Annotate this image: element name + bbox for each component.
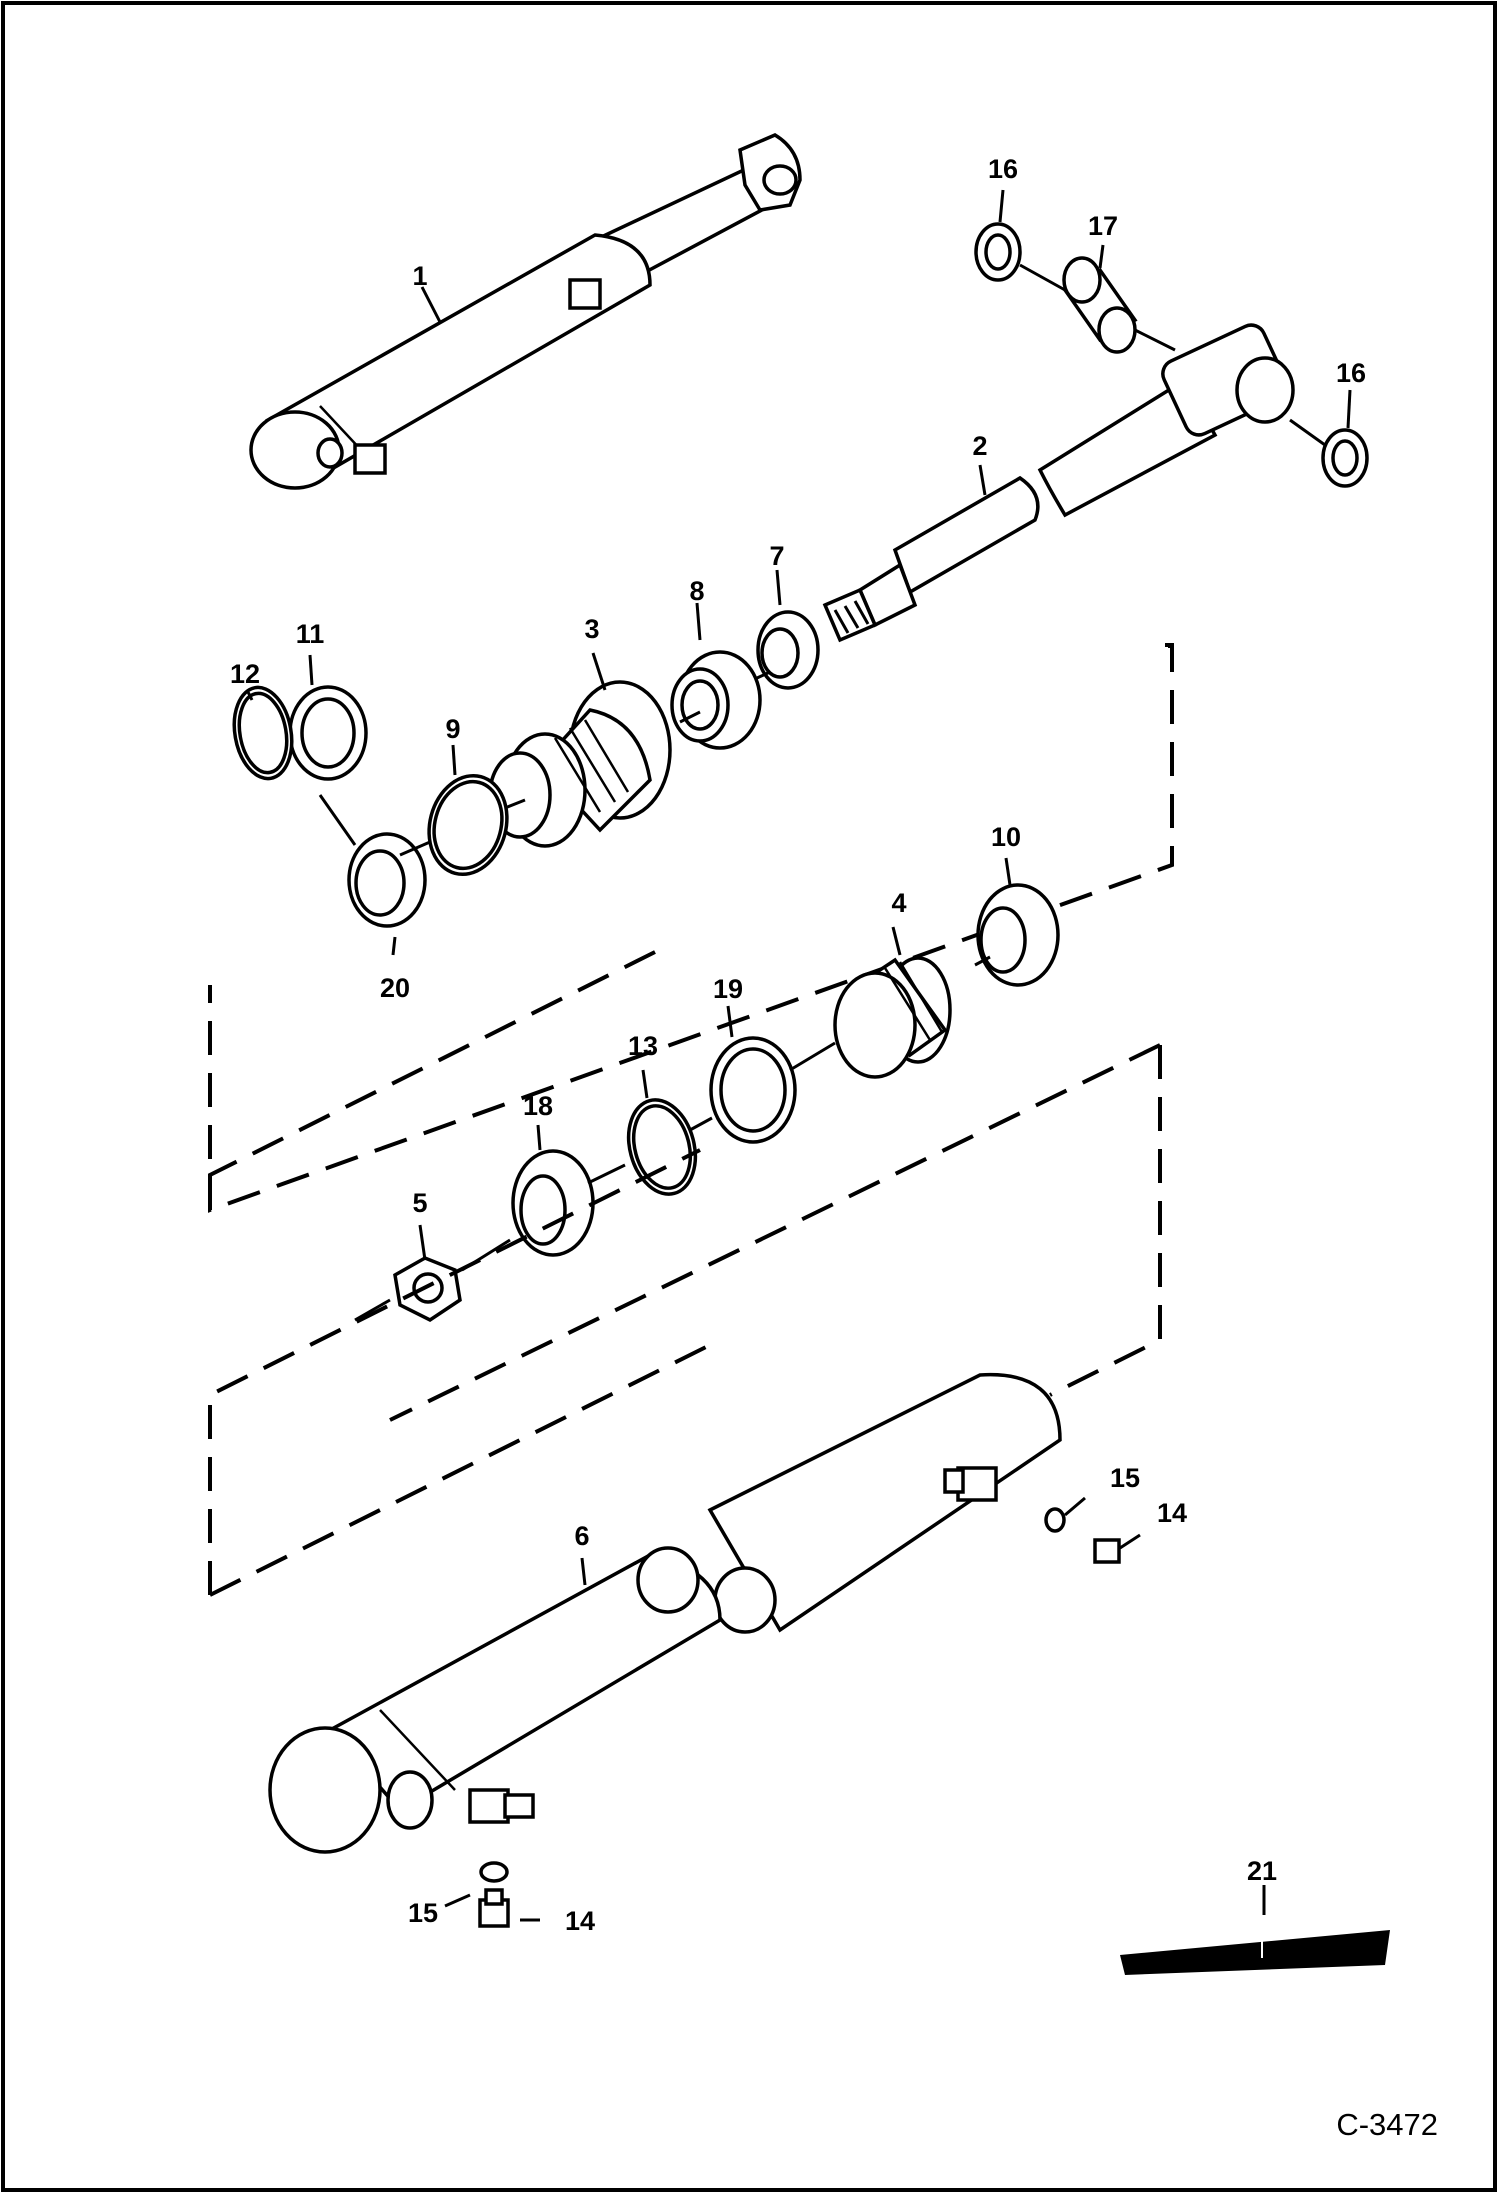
wear-ring-part-18 <box>511 1149 595 1257</box>
gland-head-part-3 <box>488 680 672 848</box>
callout-15-lower: 15 <box>408 1898 438 1928</box>
axis-line <box>756 670 771 680</box>
ring-part-13 <box>626 1098 698 1196</box>
callout-10: 10 <box>991 822 1021 852</box>
callout-18: 18 <box>523 1091 553 1121</box>
bearing-part-8 <box>670 650 762 750</box>
axis-line <box>587 1163 626 1185</box>
figure-code: C-3472 <box>1336 2107 1438 2142</box>
callout-13: 13 <box>628 1031 658 1061</box>
piston-part-4 <box>833 956 952 1079</box>
axis-line <box>679 710 701 724</box>
axis-line <box>318 794 357 846</box>
dashed-leader-upper <box>208 643 1174 1213</box>
axis-line <box>1019 263 1066 292</box>
seal-part-11 <box>288 685 368 781</box>
axis-line <box>974 955 991 967</box>
axis-line <box>399 840 431 857</box>
plug-part-14-upper <box>1093 1538 1121 1564</box>
callout-7: 7 <box>769 541 784 571</box>
axis-line <box>1289 418 1326 447</box>
callout-4: 4 <box>891 888 906 918</box>
ring-part-12 <box>232 685 294 781</box>
seal-part-19 <box>709 1036 797 1144</box>
callout-14-upper: 14 <box>1157 1498 1187 1528</box>
callout-leaders <box>246 189 1352 1922</box>
cylinder-assembly-part-1 <box>249 133 802 490</box>
callout-9: 9 <box>445 714 460 744</box>
callout-2: 2 <box>972 431 987 461</box>
callout-11: 11 <box>296 619 325 649</box>
callout-1: 1 <box>412 261 427 291</box>
axis-line <box>789 1041 836 1072</box>
wiper-part-16-upper <box>974 222 1022 282</box>
callout-6: 6 <box>574 1521 589 1551</box>
barrel-part-6 <box>268 1372 1062 1854</box>
callout-8: 8 <box>689 576 704 606</box>
callout-19: 19 <box>713 974 743 1004</box>
callout-14-lower: 14 <box>565 1906 595 1936</box>
seal-part-20 <box>347 832 427 928</box>
wear-ring-part-10 <box>976 883 1060 987</box>
callout-21: 21 <box>1247 1856 1277 1886</box>
axis-line <box>689 1116 713 1132</box>
wiper-part-16-lower <box>1321 428 1369 488</box>
o-ring-part-15-lower <box>479 1861 509 1883</box>
callout-17: 17 <box>1088 211 1118 241</box>
seal-part-7 <box>756 610 820 690</box>
callout-3: 3 <box>584 614 599 644</box>
callout-12: 12 <box>230 659 260 689</box>
callout-15-upper: 15 <box>1110 1463 1140 1493</box>
callout-20: 20 <box>380 973 410 1003</box>
seal-kit-part-21 <box>1120 1930 1390 1975</box>
o-ring-part-15-upper <box>1044 1507 1066 1533</box>
callout-16-upper: 16 <box>988 154 1018 184</box>
callout-5: 5 <box>412 1188 427 1218</box>
bushing-part-17 <box>1062 256 1138 354</box>
axis-line <box>504 798 526 810</box>
axis-line <box>354 1298 391 1322</box>
backup-ring-part-9 <box>427 773 509 877</box>
rod-part-2 <box>822 323 1295 643</box>
nut-part-5 <box>393 1256 462 1323</box>
callout-16-lower: 16 <box>1336 358 1366 388</box>
axis-line <box>1134 328 1176 352</box>
plug-part-14-lower <box>478 1888 510 1928</box>
